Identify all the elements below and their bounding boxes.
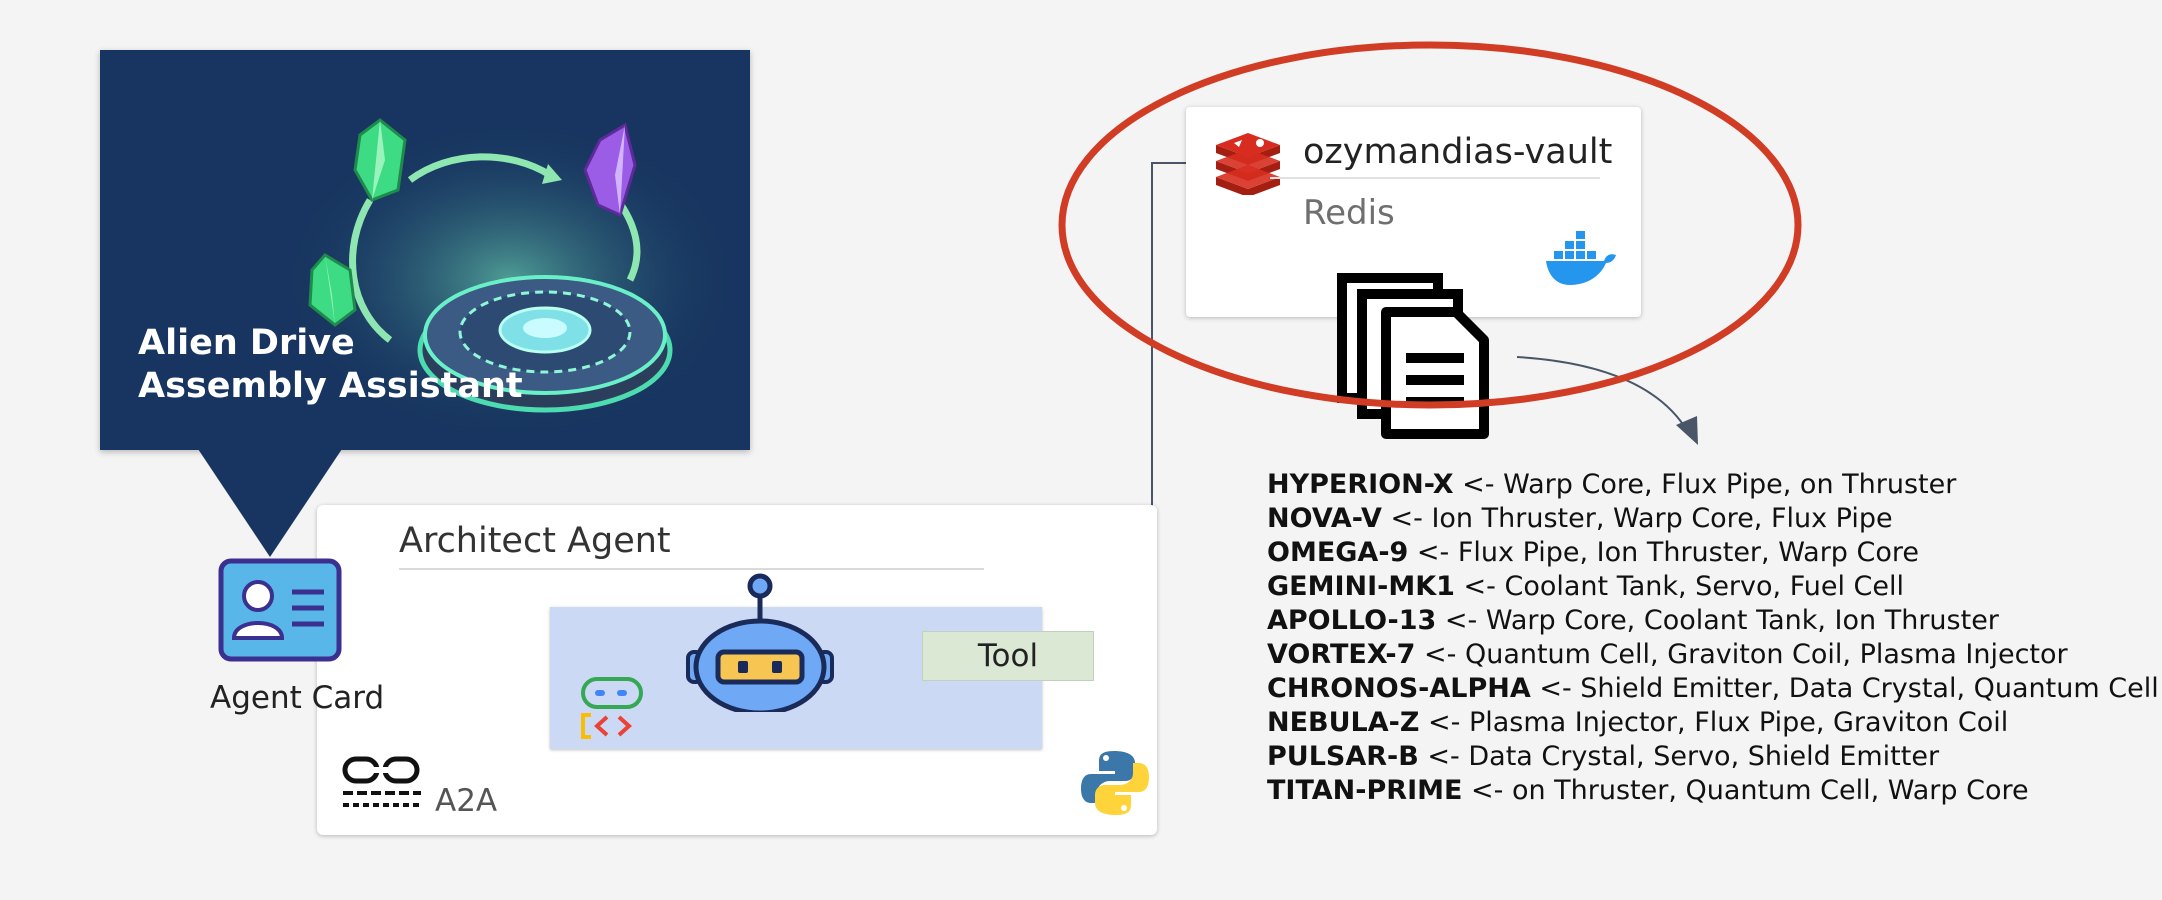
recipe-name: TITAN-PRIME	[1267, 775, 1463, 806]
portal-icon	[417, 275, 673, 413]
arrow-head	[1676, 416, 1698, 445]
list-item: GEMINI-MK1 <- Coolant Tank, Servo, Fuel …	[1267, 570, 2159, 604]
recipe-name: HYPERION-X	[1267, 469, 1454, 500]
agent-card-label: Agent Card	[210, 680, 385, 716]
tool-button[interactable]: Tool	[922, 631, 1094, 681]
a2a-icon	[342, 756, 421, 807]
vault-divider	[1270, 177, 1600, 179]
architect-agent-title: Architect Agent	[399, 521, 671, 561]
recipe-name: CHRONOS-ALPHA	[1267, 673, 1531, 704]
recipe-name: NEBULA-Z	[1267, 707, 1420, 738]
list-item: CHRONOS-ALPHA <- Shield Emitter, Data Cr…	[1267, 672, 2159, 706]
swirl-arrow	[407, 153, 552, 183]
hero-title: Alien Drive Assembly Assistant	[138, 322, 558, 408]
recipe-name: NOVA-V	[1267, 503, 1382, 534]
crystal-icon	[353, 118, 407, 202]
recipe-list: HYPERION-X <- Warp Core, Flux Pipe, on T…	[1267, 468, 2159, 808]
recipe-parts: <- Flux Pipe, Ion Thruster, Warp Core	[1408, 537, 1920, 568]
redis-icon	[1216, 133, 1280, 195]
recipe-parts: <- Coolant Tank, Servo, Fuel Cell	[1454, 571, 1905, 602]
highlight-ellipse	[1058, 41, 1802, 409]
recipe-name: PULSAR-B	[1267, 741, 1419, 772]
recipe-name: VORTEX-7	[1267, 639, 1416, 670]
vault-type: Redis	[1303, 193, 1395, 233]
recipe-name: OMEGA-9	[1267, 537, 1409, 568]
hero-card: Alien Drive Assembly Assistant	[100, 50, 750, 450]
robot-icon	[686, 573, 834, 712]
recipe-name: APOLLO-13	[1267, 605, 1437, 636]
hero-title-line-2: Assembly Assistant	[138, 366, 523, 406]
list-item: VORTEX-7 <- Quantum Cell, Graviton Coil,…	[1267, 638, 2159, 672]
recipe-parts: <- Warp Core, Flux Pipe, on Thruster	[1453, 469, 1957, 500]
recipe-parts: <- Shield Emitter, Data Crystal, Quantum…	[1530, 673, 2159, 704]
hero-title-line-1: Alien Drive	[138, 323, 355, 363]
recipe-parts: <- on Thruster, Quantum Cell, Warp Core	[1462, 775, 2029, 806]
title-divider	[399, 568, 984, 570]
recipe-parts: <- Plasma Injector, Flux Pipe, Graviton …	[1419, 707, 2009, 738]
recipe-parts: <- Ion Thruster, Warp Core, Flux Pipe	[1381, 503, 1893, 534]
crystal-icon	[308, 253, 357, 327]
list-item: HYPERION-X <- Warp Core, Flux Pipe, on T…	[1267, 468, 2159, 502]
python-icon	[1081, 751, 1149, 815]
list-item: OMEGA-9 <- Flux Pipe, Ion Thruster, Warp…	[1267, 536, 2159, 570]
swirl-arrow	[349, 198, 393, 343]
list-item: APOLLO-13 <- Warp Core, Coolant Tank, Io…	[1267, 604, 2159, 638]
architect-agent-panel: Architect Agent Tool A2A	[317, 505, 1157, 835]
list-item: PULSAR-B <- Data Crystal, Servo, Shield …	[1267, 740, 2159, 774]
a2a-label: A2A	[435, 783, 498, 819]
recipe-parts: <- Quantum Cell, Graviton Coil, Plasma I…	[1415, 639, 2068, 670]
recipe-name: GEMINI-MK1	[1267, 571, 1455, 602]
recipe-parts: <- Data Crystal, Servo, Shield Emitter	[1418, 741, 1940, 772]
crystal-icon	[583, 122, 637, 218]
code-brackets-icon	[581, 677, 643, 739]
recipe-parts: <- Warp Core, Coolant Tank, Ion Thruster	[1436, 605, 1999, 636]
hero-illustration	[280, 118, 740, 430]
agent-card-icon	[218, 558, 342, 662]
vault-name: ozymandias-vault	[1303, 132, 1613, 172]
docker-icon	[1546, 231, 1616, 285]
list-item: TITAN-PRIME <- on Thruster, Quantum Cell…	[1267, 774, 2159, 808]
list-item: NOVA-V <- Ion Thruster, Warp Core, Flux …	[1267, 502, 2159, 536]
list-item: NEBULA-Z <- Plasma Injector, Flux Pipe, …	[1267, 706, 2159, 740]
